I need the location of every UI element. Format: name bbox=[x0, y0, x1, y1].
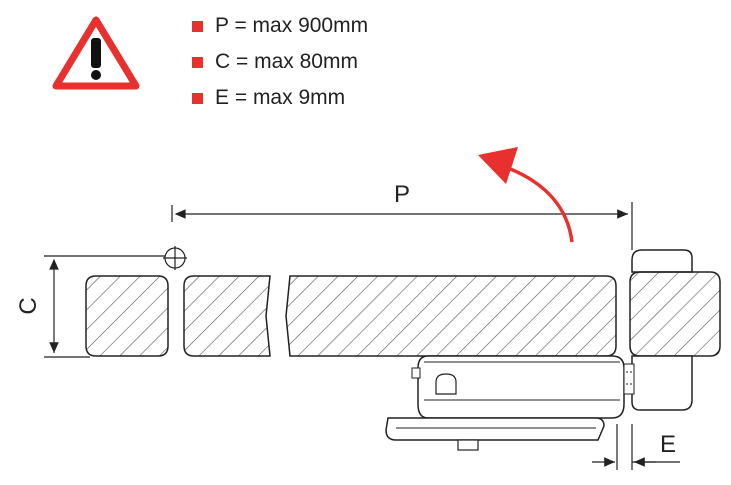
dimension-e: E bbox=[592, 424, 680, 470]
label-p: P bbox=[394, 181, 410, 208]
warning-triangle-icon bbox=[52, 16, 140, 90]
spec-item-c: C = max 80mm bbox=[192, 44, 368, 80]
bullet-icon bbox=[192, 57, 203, 68]
dimension-p: P bbox=[171, 181, 633, 250]
dimension-c: C bbox=[15, 255, 165, 358]
spec-text-p: P = max 900mm bbox=[215, 14, 369, 37]
spec-text-e: E = max 9mm bbox=[215, 86, 346, 109]
spec-list: P = max 900mm C = max 80mm E = max 9mm bbox=[192, 8, 368, 116]
label-e: E bbox=[660, 431, 676, 458]
spec-item-p: P = max 900mm bbox=[192, 8, 368, 44]
hinge-body bbox=[385, 355, 635, 451]
label-c: C bbox=[15, 297, 42, 314]
pivot-crosshair-icon bbox=[163, 246, 187, 270]
bullet-icon bbox=[192, 93, 203, 104]
spec-text-c: C = max 80mm bbox=[215, 50, 358, 73]
opening-arrow-icon bbox=[478, 147, 574, 243]
glass-door-panel bbox=[85, 275, 617, 357]
fixed-glass-panel bbox=[629, 249, 721, 411]
spec-item-e: E = max 9mm bbox=[192, 80, 368, 116]
bullet-icon bbox=[192, 21, 203, 32]
